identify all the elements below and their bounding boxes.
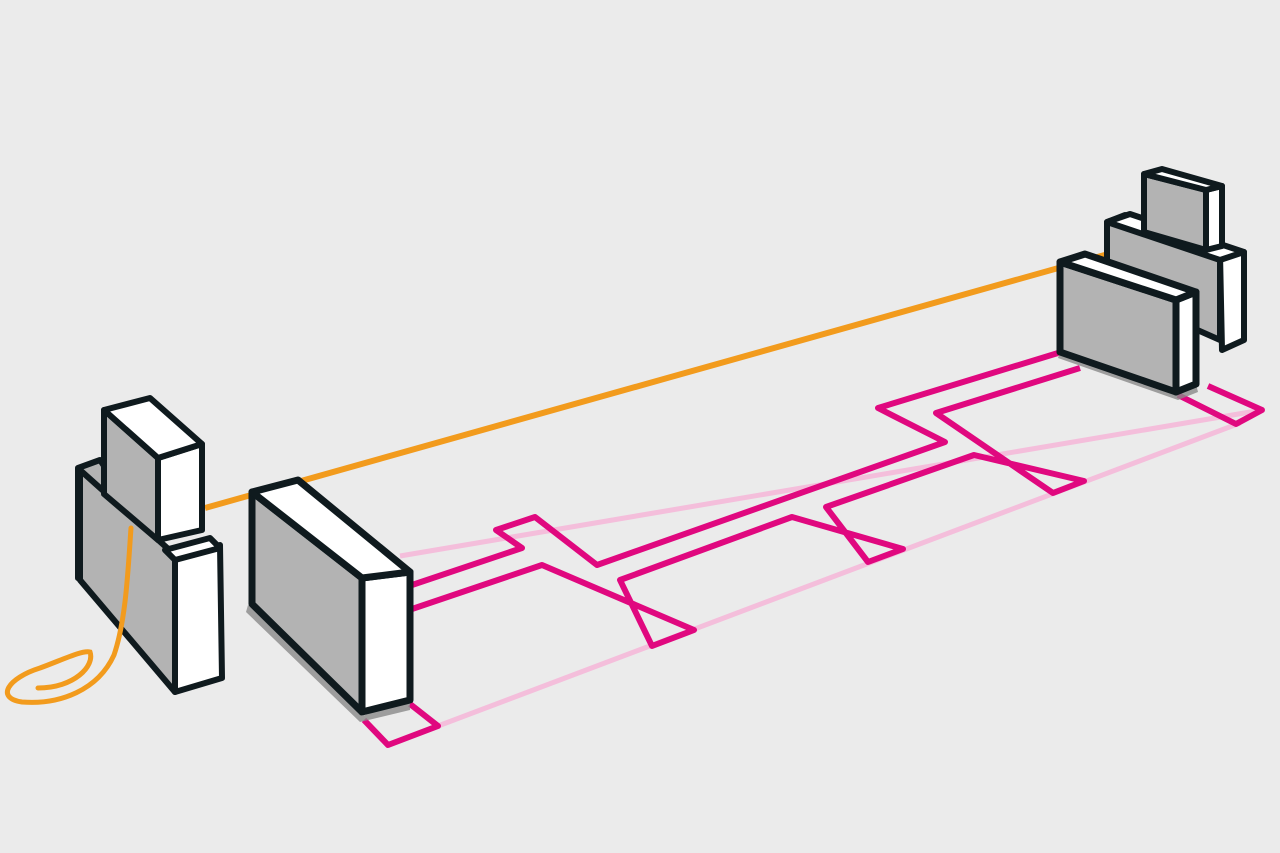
route-main-upper	[411, 350, 1059, 588]
left-equipment-panel	[246, 476, 414, 722]
route-end-right	[1176, 383, 1265, 427]
floor-route	[361, 350, 1265, 748]
left-device-stack	[75, 395, 225, 695]
route-main-lower	[411, 365, 1087, 649]
loose-cable	[4, 525, 134, 705]
route-end-left	[361, 701, 441, 748]
right-equipment-panel	[1056, 250, 1200, 400]
overhead-cable	[204, 237, 1159, 511]
